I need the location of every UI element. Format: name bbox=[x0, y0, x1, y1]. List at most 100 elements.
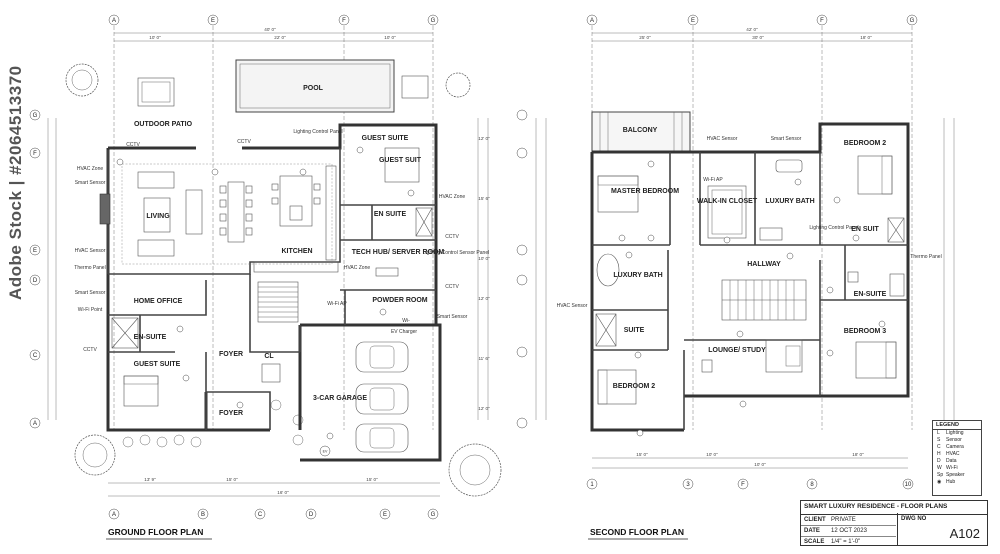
hallway-label: HALLWAY bbox=[747, 261, 781, 268]
wifi-label: Wi- bbox=[402, 318, 410, 324]
hvac-sensor-label: HVAC Sensor bbox=[707, 136, 738, 142]
dim-text: 15' 6" bbox=[478, 196, 490, 201]
dim-text: 10' 0" bbox=[384, 35, 396, 40]
home-office-label: HOME OFFICE bbox=[134, 298, 183, 305]
cctv-label: CCTV bbox=[445, 284, 459, 290]
thermo-panel-label: Thermo Panel bbox=[910, 254, 941, 260]
dim-text: 10' 0" bbox=[706, 452, 718, 457]
dim-text: 12' 0" bbox=[478, 296, 490, 301]
ground-smart-labels: CCTV CCTV Lighting Control Panel HVAC Zo… bbox=[74, 129, 489, 440]
second-grid-bottom: 15' 0" 10' 0" 10' 0" 18' 0" 1 3 F 8 10 bbox=[586, 452, 914, 490]
patio-label: OUTDOOR PATIO bbox=[134, 121, 193, 128]
stairs bbox=[257, 281, 299, 323]
dim-text: 10' 0" bbox=[478, 256, 490, 261]
ground-floor-title: GROUND FLOOR PLAN bbox=[108, 527, 203, 537]
grid-label: 10 bbox=[905, 482, 912, 488]
dim-text: 40' 0" bbox=[264, 27, 276, 32]
ev-charger-icon bbox=[319, 445, 331, 457]
grid-label: G bbox=[431, 512, 436, 518]
lighting-panel-label: Lighting Control Panel bbox=[809, 225, 858, 231]
living-label: LIVING bbox=[146, 213, 170, 220]
en-suit-label: EN SUIT bbox=[851, 226, 879, 233]
hvac-zone-label: HVAC Zone bbox=[439, 194, 466, 200]
pool bbox=[235, 59, 395, 113]
grid-label: 3 bbox=[686, 482, 690, 488]
guest-suite2-label: GUEST SUITE bbox=[134, 361, 181, 368]
dim-text: 15' 0" bbox=[636, 452, 648, 457]
patio-lounge bbox=[137, 77, 175, 107]
lighting-panel-label: Lighting Control Panel bbox=[293, 129, 342, 135]
dim-text: 10' 0" bbox=[754, 462, 766, 467]
dim-text: 22' 0" bbox=[274, 35, 286, 40]
wifi-ap-label: Wi-Fi AP bbox=[703, 177, 723, 183]
legend-title: LEGEND bbox=[933, 421, 981, 430]
bedroom2-label: BEDROOM 2 bbox=[844, 140, 887, 147]
ground-dims-side: 12' 0" 15' 6" 10' 0" 12' 0" 11' 6" 12' 0… bbox=[477, 118, 490, 420]
garage-label: 3-CAR GARAGE bbox=[313, 395, 367, 402]
powder-room-label: POWDER ROOM bbox=[372, 297, 427, 304]
grid-label: C bbox=[258, 512, 263, 518]
grid-label: G bbox=[33, 113, 38, 119]
grid-label: A bbox=[590, 18, 594, 24]
guest-suit-label: GUEST SUIT bbox=[379, 157, 422, 164]
drawing-number: DWG NO A102 bbox=[897, 513, 988, 545]
ground-grid-bottom: 13' 9" 15' 0" 16' 0" 15' 0" A B C D E G bbox=[108, 477, 440, 520]
dim-text: 13' 9" bbox=[144, 477, 156, 482]
tree-icon bbox=[65, 63, 502, 497]
dim-text: 11' 6" bbox=[478, 356, 489, 361]
cctv-label: CCTV bbox=[445, 234, 459, 240]
thermo-panel-label: Thermo Panel bbox=[74, 265, 105, 271]
luxury-bath2-label: LUXURY BATH bbox=[613, 272, 662, 279]
second-floor-title: SECOND FLOOR PLAN bbox=[590, 527, 684, 537]
suite-label: SUITE bbox=[624, 327, 645, 334]
bedroom3-label: BEDROOM 3 bbox=[844, 328, 887, 335]
grid-label: 8 bbox=[810, 482, 814, 488]
dim-text: 15' 0" bbox=[366, 477, 378, 482]
second-smart-labels: HVAC Sensor Smart Sensor Wi-Fi AP Lighti… bbox=[557, 136, 942, 437]
cl-label: CL bbox=[264, 353, 274, 360]
balcony bbox=[591, 111, 691, 153]
grid-label: E bbox=[383, 512, 387, 518]
grid-label: C bbox=[33, 353, 38, 359]
grid-label: D bbox=[33, 278, 38, 284]
lounge-label: LOUNGE/ STUDY bbox=[708, 347, 766, 354]
smart-sensor-label: Smart Sensor bbox=[75, 290, 106, 296]
grid-label: 1 bbox=[590, 482, 594, 488]
grid-label: E bbox=[211, 18, 215, 24]
hvac-sensor-label: HVAC Sensor bbox=[75, 248, 106, 254]
grid-label: B bbox=[201, 512, 205, 518]
grid-label: A bbox=[112, 512, 116, 518]
grid-label: F bbox=[741, 482, 745, 488]
hvac-sensor-label: HVAC Sensor bbox=[557, 303, 588, 309]
pool-label: POOL bbox=[303, 85, 324, 92]
wifi-point-label: Wi-Fi Point bbox=[78, 307, 103, 313]
grid-label: A bbox=[33, 421, 37, 427]
grid-label: F bbox=[33, 151, 37, 157]
en-suite-label: EN SUITE bbox=[374, 211, 407, 218]
cctv-label: CCTV bbox=[83, 347, 97, 353]
smart-sensor-label: Smart Sensor bbox=[75, 180, 106, 186]
dim-text: 15' 0" bbox=[226, 477, 238, 482]
hvac-zone-label: HVAC Zone bbox=[77, 166, 104, 172]
dim-text: 16' 0" bbox=[277, 490, 289, 495]
legend-item: ◉Hub bbox=[937, 479, 956, 485]
dim-text: 12' 0" bbox=[478, 406, 490, 411]
grid-label: D bbox=[309, 512, 314, 518]
master-bedroom-label: MASTER BEDROOM bbox=[611, 188, 679, 195]
grid-label: G bbox=[431, 18, 436, 24]
grid-label: F bbox=[820, 18, 824, 24]
wifi-label: Wi-Fi AP bbox=[327, 301, 347, 307]
en-suite2-label: EN-SUITE bbox=[134, 334, 167, 341]
walkin-closet-label: WALK-IN CLOSET bbox=[697, 198, 758, 205]
grid-label: F bbox=[342, 18, 346, 24]
title-block: SMART LUXURY RESIDENCE - FLOOR PLANS CLI… bbox=[800, 500, 988, 546]
